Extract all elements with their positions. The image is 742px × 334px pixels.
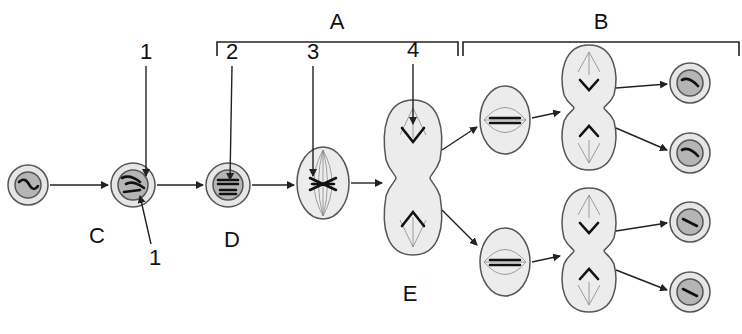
callout-label: E: [403, 283, 418, 305]
callout-label: 1: [149, 247, 161, 269]
callout-label: 4: [407, 39, 419, 61]
callout-label: 3: [307, 41, 319, 63]
callout-label: 2: [226, 41, 238, 63]
bracket-label: A: [330, 11, 345, 33]
callout-label: D: [224, 229, 240, 251]
callout-label: 1: [140, 41, 152, 63]
bracket-label: B: [594, 11, 609, 33]
callout-label: C: [89, 225, 105, 247]
